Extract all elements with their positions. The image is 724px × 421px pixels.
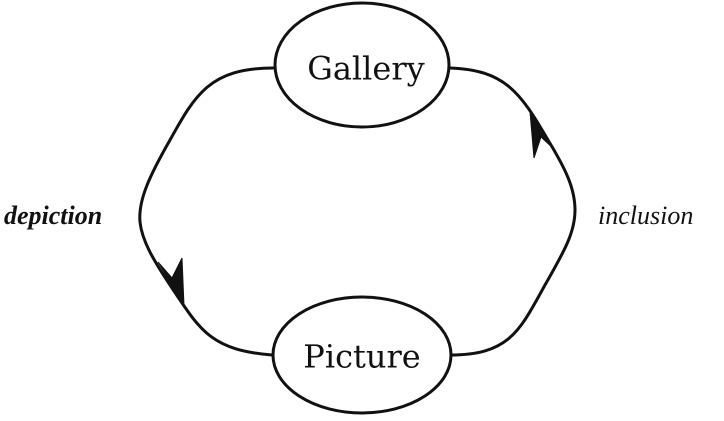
depiction-arrowhead — [157, 257, 185, 307]
inclusion-edge — [448, 66, 577, 357]
picture-ellipse — [271, 295, 453, 415]
depiction-edge — [138, 66, 275, 357]
gallery-node: Gallery — [273, 1, 451, 129]
gallery-label: Gallery — [307, 50, 424, 88]
depiction-label: depiction — [4, 201, 102, 230]
gallery-ellipse — [273, 1, 451, 129]
picture-node: Picture — [271, 295, 453, 415]
inclusion-arrowhead — [529, 111, 556, 159]
picture-label: Picture — [303, 338, 420, 376]
inclusion-label: inclusion — [598, 201, 693, 230]
